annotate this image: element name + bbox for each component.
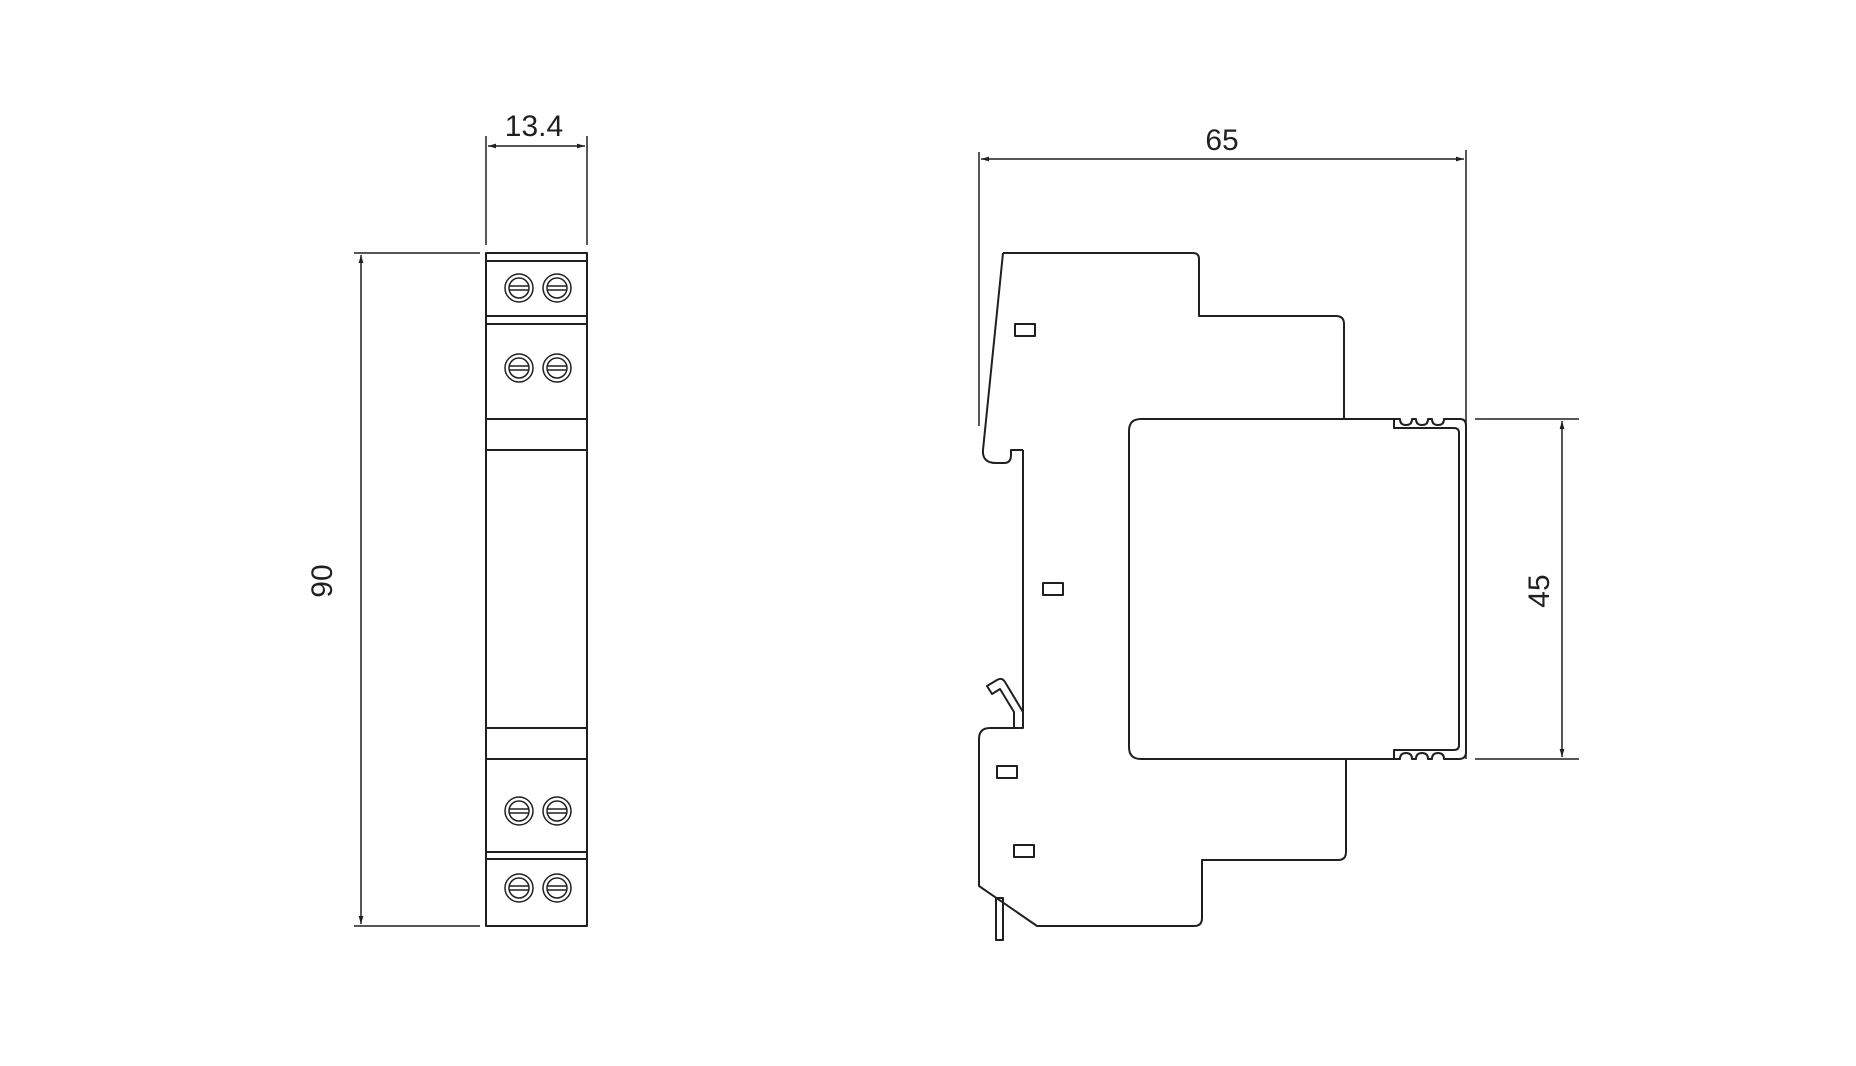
screw-icon xyxy=(542,873,572,903)
front-height-dimension-label: 45 xyxy=(1523,574,1556,607)
screw-icon xyxy=(504,353,534,383)
slot xyxy=(1013,844,1035,858)
din-clip xyxy=(986,677,1024,728)
slot xyxy=(1042,582,1064,596)
height-dimension: 90 xyxy=(306,252,480,927)
width-dimension: 13.4 xyxy=(485,110,588,245)
cover-inner-edge xyxy=(1393,419,1460,759)
screw-icon xyxy=(504,796,534,826)
grip-teeth-top xyxy=(1394,418,1467,427)
depth-dimension-label: 65 xyxy=(1205,124,1238,157)
front-cover-outline xyxy=(1128,418,1467,760)
side-body-outline xyxy=(978,252,1347,927)
pin xyxy=(995,897,1004,941)
slot xyxy=(996,765,1018,779)
front-height-dimension: 45 xyxy=(1475,418,1579,760)
screw-icon xyxy=(504,873,534,903)
screw-icon xyxy=(542,353,572,383)
front-body-outline xyxy=(485,252,588,927)
screw-icon xyxy=(542,796,572,826)
screw-icon xyxy=(504,273,534,303)
depth-dimension: 65 xyxy=(978,124,1467,759)
screw-icon xyxy=(542,273,572,303)
front-section-lines xyxy=(486,260,587,860)
width-dimension-label: 13.4 xyxy=(505,110,563,143)
terminal-screws xyxy=(504,273,572,903)
slot xyxy=(1014,323,1036,337)
front-view: 13.4 90 xyxy=(306,110,588,927)
grip-teeth-bottom xyxy=(1394,752,1459,760)
side-view: 65 45 xyxy=(978,124,1579,941)
height-dimension-label: 90 xyxy=(306,564,339,597)
